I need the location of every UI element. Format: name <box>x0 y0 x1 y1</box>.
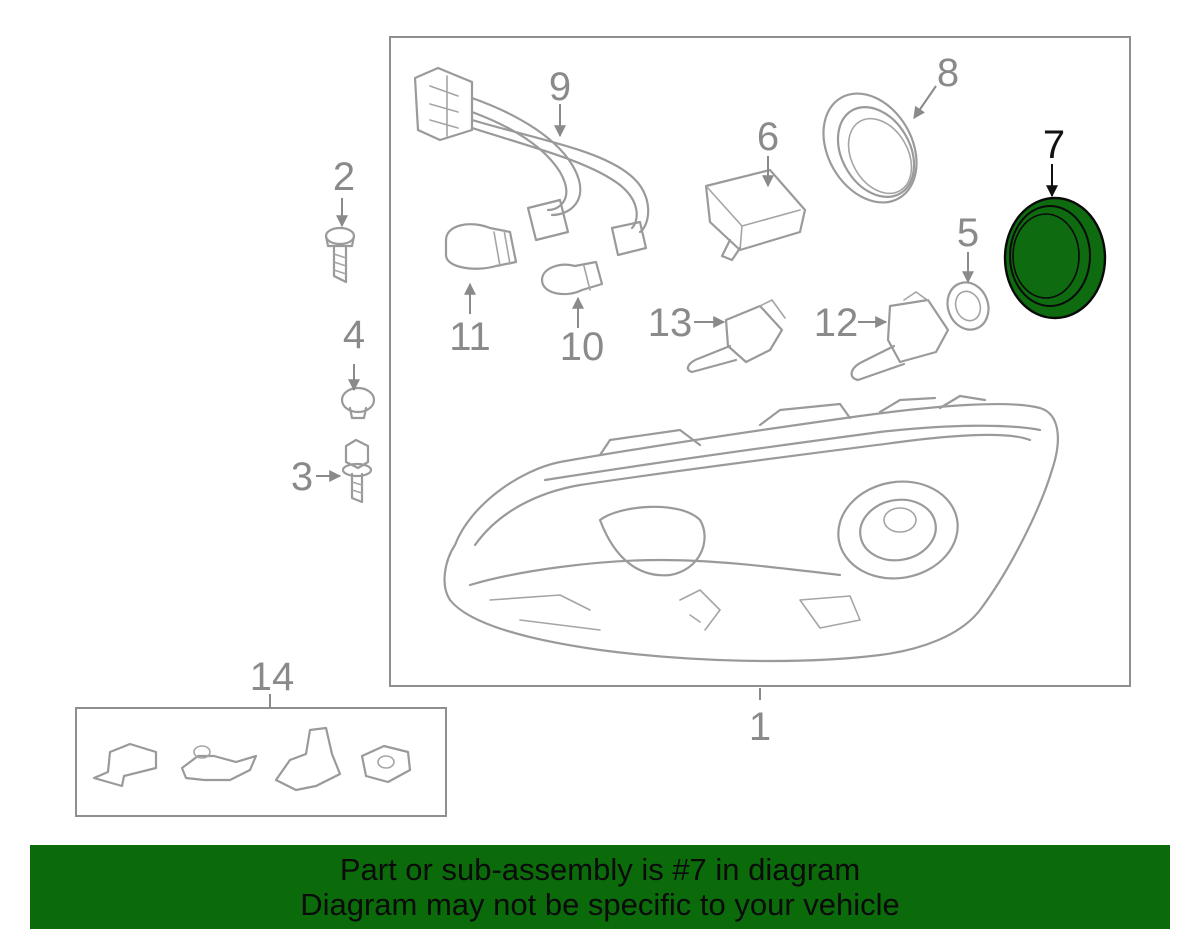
callout-14: 14 <box>250 655 295 699</box>
callout-7: 7 <box>1043 123 1065 167</box>
callout-9: 9 <box>549 65 571 109</box>
leader-lines <box>269 85 1058 708</box>
clip-kit-frame <box>75 707 447 817</box>
part-9-wiring-harness <box>413 66 650 257</box>
part-3-bolt <box>341 438 373 504</box>
banner-line-2: Diagram may not be specific to your vehi… <box>300 887 900 922</box>
part-12-bulb <box>850 291 950 382</box>
part-4-clip <box>340 386 376 420</box>
part-1-headlamp-housing <box>443 394 1059 663</box>
callout-2: 2 <box>333 155 355 199</box>
callout-8: 8 <box>937 51 959 95</box>
part-2-screw <box>324 226 356 284</box>
callout-10: 10 <box>560 325 605 369</box>
part-14-clip-kit <box>92 726 412 792</box>
part-10-bulb <box>540 260 604 296</box>
callout-5: 5 <box>957 211 979 255</box>
callout-labels: 1 2 3 4 5 6 7 8 9 10 11 12 13 14 <box>250 51 1065 749</box>
callout-3: 3 <box>291 455 313 499</box>
callout-6: 6 <box>757 115 779 159</box>
part-11-bulb <box>444 223 518 270</box>
part-8-cap <box>822 92 918 204</box>
banner-line-1: Part or sub-assembly is #7 in diagram <box>339 852 861 887</box>
callout-11: 11 <box>449 315 491 359</box>
callout-12: 12 <box>814 301 859 345</box>
callout-13: 13 <box>648 301 693 345</box>
callout-4: 4 <box>343 313 365 357</box>
info-banner: Part or sub-assembly is #7 in diagram Di… <box>30 845 1170 929</box>
callout-1: 1 <box>749 705 771 749</box>
part-7-cap-highlighted <box>1003 196 1107 320</box>
part-5-retaining-ring <box>946 281 990 331</box>
part-6-actuator <box>704 168 807 262</box>
part-13-bulb <box>686 299 786 374</box>
assembly-frame <box>389 36 1131 687</box>
